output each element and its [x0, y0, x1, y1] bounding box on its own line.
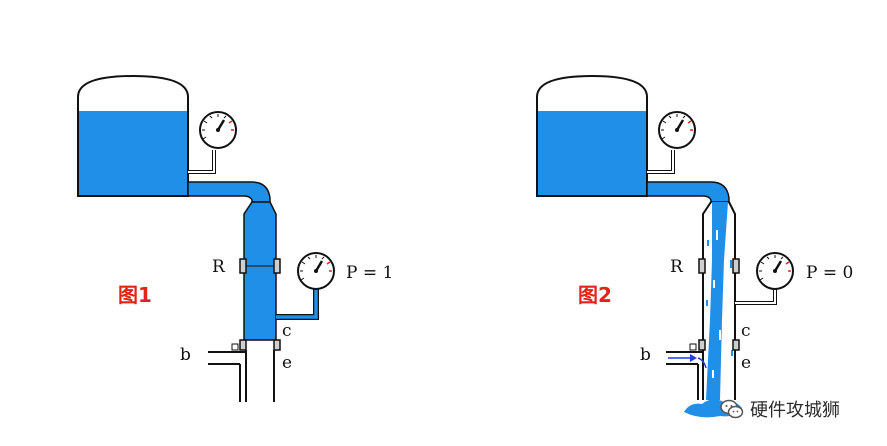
point-c-label-1: c	[282, 321, 292, 341]
figure-1: R P = 1 c e b 图1	[77, 74, 393, 402]
pressure-gauge-2	[735, 251, 795, 305]
valve-label-r-2: R	[670, 257, 684, 277]
air-inflow-arrow	[668, 354, 707, 369]
pressure-gauge-1	[276, 251, 336, 320]
siphon-pipe-1	[187, 181, 281, 402]
branch-b-label-1: b	[180, 345, 191, 365]
figure-2-caption: 图2	[578, 283, 612, 307]
tank-2	[536, 74, 648, 197]
figure-1-caption: 图1	[118, 283, 152, 307]
tank-gauge-1	[188, 110, 238, 174]
watermark-text: 硬件攻城狮	[750, 400, 840, 421]
pressure-label-2: P = 0	[806, 263, 853, 283]
branch-b-label-2: b	[640, 345, 651, 365]
wechat-icon	[720, 399, 744, 419]
figure-2: R P = 0 c e b 图2	[536, 74, 853, 418]
pressure-label-1: P = 1	[346, 263, 393, 283]
tank-gauge-2	[647, 110, 697, 174]
watermark: 硬件攻城狮	[720, 396, 840, 422]
siphon-pipe-2	[646, 181, 742, 418]
point-e-label-1: e	[282, 353, 292, 373]
valve-label-r-1: R	[212, 257, 226, 277]
tank-1	[77, 74, 189, 197]
point-c-label-2: c	[741, 321, 751, 341]
point-e-label-2: e	[741, 353, 751, 373]
